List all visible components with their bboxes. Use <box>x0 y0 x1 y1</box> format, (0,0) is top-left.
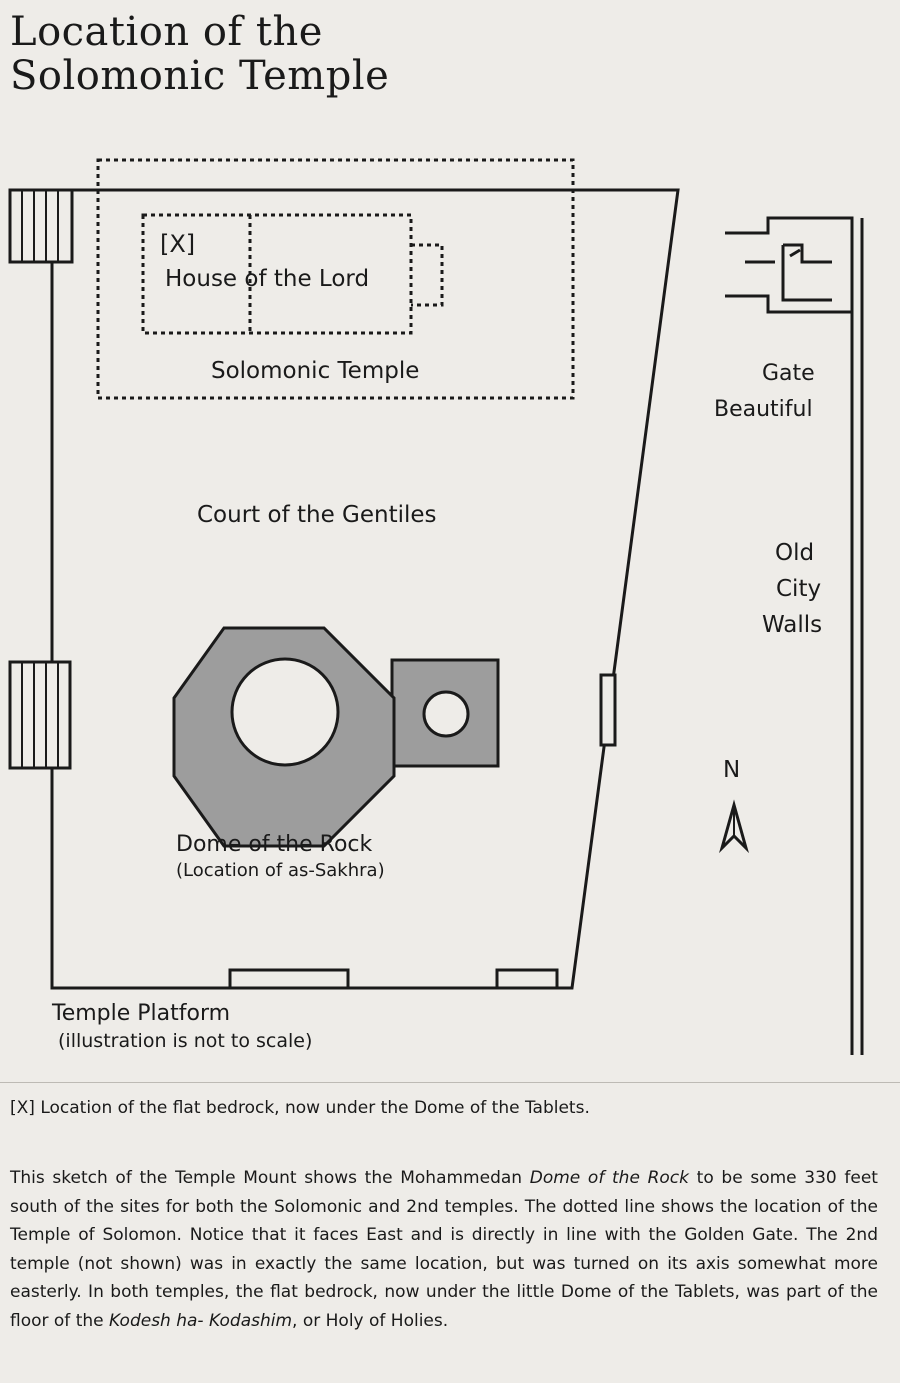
house-of-the-lord-label: House of the Lord <box>165 266 369 292</box>
dome-of-the-rock <box>172 626 500 848</box>
stairs-west <box>8 660 72 770</box>
solomonic-temple-label: Solomonic Temple <box>211 358 419 384</box>
court-of-the-gentiles-label: Court of the Gentiles <box>197 502 437 528</box>
solomonic-temple-outline <box>96 158 575 400</box>
gate-beautiful-label-line-2: Beautiful <box>714 397 813 422</box>
north-label: N <box>723 757 740 783</box>
south-gate-right <box>495 968 559 990</box>
house-of-the-lord-outline <box>141 213 413 335</box>
gate-beautiful-label-line-1: Gate <box>762 361 815 386</box>
page-title: Location of the Solomonic Temple <box>10 10 389 98</box>
caption-part-1: This sketch of the Temple Mount shows th… <box>10 1168 530 1188</box>
dome-of-the-chain <box>422 690 470 738</box>
temple-mount-diagram: [X] House of the Lord Solomonic Temple C… <box>8 158 864 1055</box>
old-city-walls-label-line-3: Walls <box>762 612 822 638</box>
title-line-1: Location of the <box>10 9 323 55</box>
east-gate <box>599 673 617 747</box>
caption-emphasis-dome: Dome of the Rock <box>529 1168 689 1188</box>
dome-of-the-rock-sublabel: (Location of as-Sakhra) <box>176 860 385 881</box>
porch-outline <box>411 243 444 307</box>
dome-of-the-rock-label: Dome of the Rock <box>176 832 373 857</box>
caption-part-3: , or Holy of Holies. <box>292 1310 449 1331</box>
caption: This sketch of the Temple Mount shows th… <box>10 1164 878 1336</box>
south-gate-left <box>228 968 350 990</box>
x-marker: [X] <box>160 230 195 258</box>
separator-line <box>0 1082 900 1083</box>
footnote-marker: [X] <box>10 1098 35 1118</box>
footnote-text: Location of the flat bedrock, now under … <box>40 1098 590 1118</box>
north-arrow-icon <box>719 799 749 854</box>
old-city-wall <box>725 216 864 1055</box>
title-line-2: Solomonic Temple <box>10 53 390 99</box>
not-to-scale-note: (illustration is not to scale) <box>58 1030 312 1052</box>
old-city-walls-label-line-1: Old <box>775 540 814 566</box>
temple-platform-label: Temple Platform <box>51 1001 230 1026</box>
footnote: [X] Location of the flat bedrock, now un… <box>10 1097 890 1119</box>
old-city-walls-label-line-2: City <box>776 576 821 602</box>
caption-emphasis-kodesh: Kodesh ha- Kodashim <box>109 1310 293 1331</box>
stairs-northwest <box>8 188 74 264</box>
caption-part-2: to be some 330 feet south of the sites f… <box>10 1168 878 1331</box>
